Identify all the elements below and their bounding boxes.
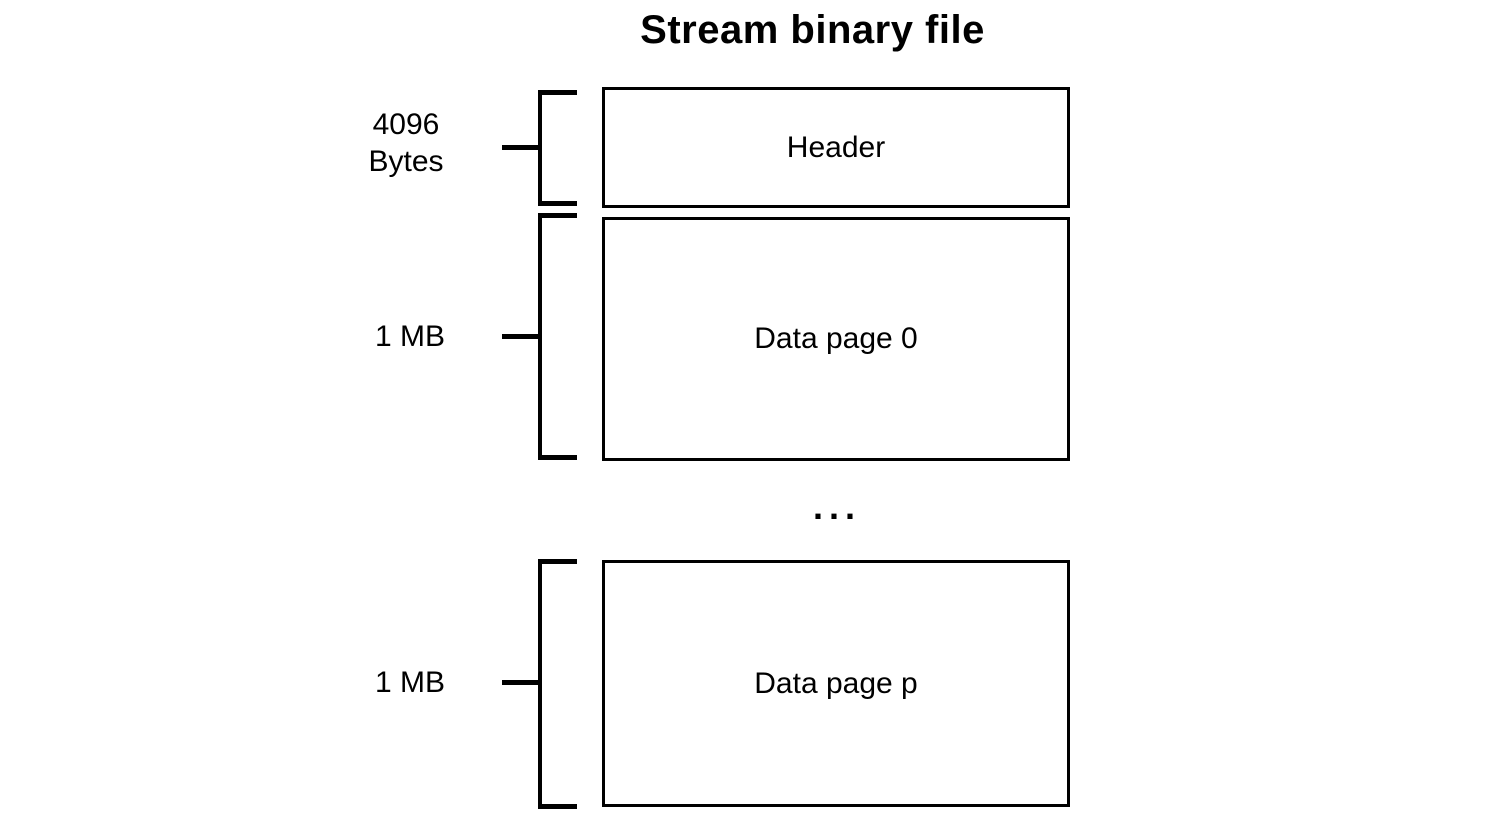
data-page-0-size-label: 1 MB <box>340 318 480 355</box>
header-size-label: 4096 Bytes <box>336 106 476 180</box>
header-size-bracket <box>538 90 577 206</box>
data-page-p-size-bracket <box>538 559 577 809</box>
data-page-p-block: Data page p <box>602 560 1070 807</box>
data-page-p-block-label: Data page p <box>754 666 918 700</box>
data-page-0-size-tick-line <box>502 334 540 339</box>
diagram-title: Stream binary file <box>640 8 985 52</box>
data-page-0-block-label: Data page 0 <box>754 322 918 355</box>
data-page-0-block: Data page 0 <box>602 217 1070 461</box>
header-size-line-1: 4096 <box>372 108 440 141</box>
data-page-0-size-line-1: 1 MB <box>374 320 446 353</box>
more-pages-ellipsis: ... <box>812 486 861 527</box>
data-page-p-size-tick-line <box>502 680 540 685</box>
header-size-line-2: Bytes <box>368 145 444 178</box>
header-size-tick-line <box>502 145 540 150</box>
data-page-0-size-bracket <box>538 213 577 460</box>
header-block-label: Header <box>786 130 886 164</box>
header-block: Header <box>602 87 1070 208</box>
data-page-p-size-label: 1 MB <box>340 664 480 701</box>
data-page-p-size-line-1: 1 MB <box>374 666 446 699</box>
